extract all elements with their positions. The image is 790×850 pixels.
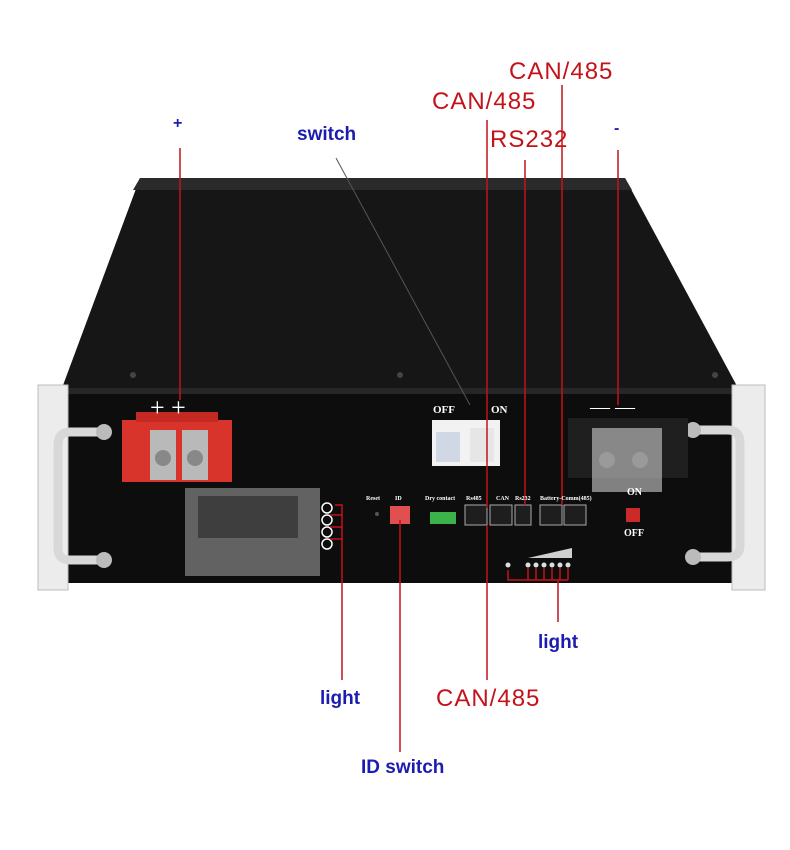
battery-comm-port-1 [539,504,563,526]
power-switch [626,508,640,522]
callout-plus: + [173,115,183,132]
power-off-label: OFF [624,528,644,539]
callout-lines [179,85,619,752]
rs232-label: Rs232 [515,496,531,502]
power-on-label: ON [627,487,642,498]
callout-can485-top-right: CAN/485 [509,58,614,85]
can-port [489,504,513,526]
callout-can485-bottom: CAN/485 [436,685,541,712]
breaker-off-label: OFF [433,404,455,416]
chassis-top [62,178,738,388]
callout-switch: switch [297,124,357,145]
id-label: ID [395,496,402,502]
battery-comm-label: Battery-Comm(485) [540,496,592,502]
switch-callout-line [335,157,471,406]
left-handle [53,427,110,565]
panel-plus-signs: + + [150,393,186,422]
right-handle [688,425,745,562]
reset-label: Reset [366,496,380,502]
id-dip-switch [390,506,410,524]
callout-minus: - [614,120,620,137]
dry-contact-label: Dry contact [425,496,456,502]
breaker-on-label: ON [491,404,508,416]
rs485-label: Rs485 [466,496,482,502]
callout-light-left: light [320,688,361,709]
battery-comm-port-2 [563,504,587,526]
indicator-leds [505,548,572,568]
callout-light-right: light [538,632,579,653]
callout-can485-top-left: CAN/485 [432,88,537,115]
callout-id-switch: ID switch [361,757,445,778]
callout-rs232: RS232 [490,126,569,153]
rs485-port [464,504,488,526]
can-label: CAN [496,496,509,502]
panel-minus-signs: — — [590,396,635,418]
positive-terminal [122,420,232,482]
rs232-port [514,504,532,526]
dry-contact-port [430,512,456,524]
